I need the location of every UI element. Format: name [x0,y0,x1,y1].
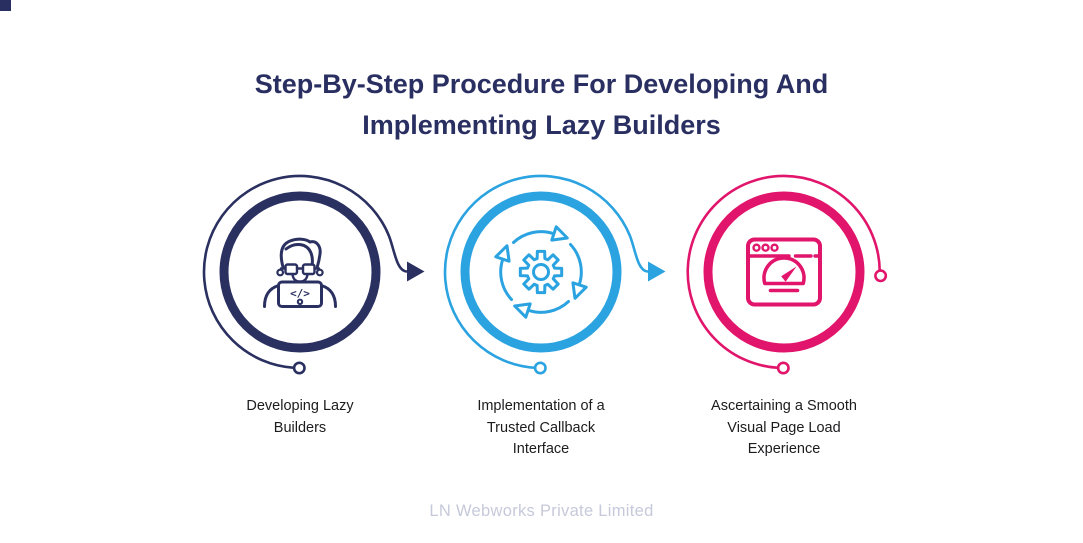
next-step-arrow-icon [648,261,666,282]
company-credit: LN Webworks Private Limited [429,502,654,520]
step-1-ring [219,191,381,353]
cycle-arrow-top [512,225,569,244]
browser-window [746,237,822,307]
orbit-start-dot [292,361,306,375]
browser-dots [752,243,779,252]
code-brackets-glyph: </> [290,287,310,300]
page-title-line-1: Step-By-Step Procedure For Developing An… [254,69,829,99]
page-title: Step-By-Step Procedure For Developing An… [0,64,1083,146]
laptop [277,280,323,308]
step-3-label: Ascertaining a Smooth Visual Page Load E… [711,398,857,457]
developer-coding-icon: </> [263,237,337,308]
glasses [279,263,321,276]
browser-speedometer-icon [746,237,822,307]
cycle-arrow-right [569,243,588,300]
gear-hole [532,263,550,281]
step-2-label: Implementation of a Trusted Callback Int… [477,398,605,457]
orbit-end-dot [874,269,888,283]
gauge-needle [781,266,797,282]
page-title-line-2: Implementing Lazy Builders [362,110,721,140]
gauge-dome [762,256,806,286]
cycle-arrow-bottom [513,300,570,319]
orbit-start-dot [533,361,547,375]
page-corner-mark [0,0,11,11]
step-2-circle-graphic [443,174,666,375]
step-2-orbit-arc [443,174,649,370]
step-3-ring [703,191,865,353]
step-3-circle-graphic [686,174,888,375]
next-step-arrow-icon [407,261,425,282]
orbit-start-dot [776,361,790,375]
step-2-ring [460,191,622,353]
process-sync-gear-icon [494,225,588,319]
step-3-orbit-arc [686,174,881,370]
cycle-arrow-left [494,244,513,301]
gear-outline [518,249,564,295]
step-1-orbit-arc [202,174,408,370]
step-1-circle-graphic: </> [202,174,425,375]
step-1-label: Developing Lazy Builders [246,398,354,436]
